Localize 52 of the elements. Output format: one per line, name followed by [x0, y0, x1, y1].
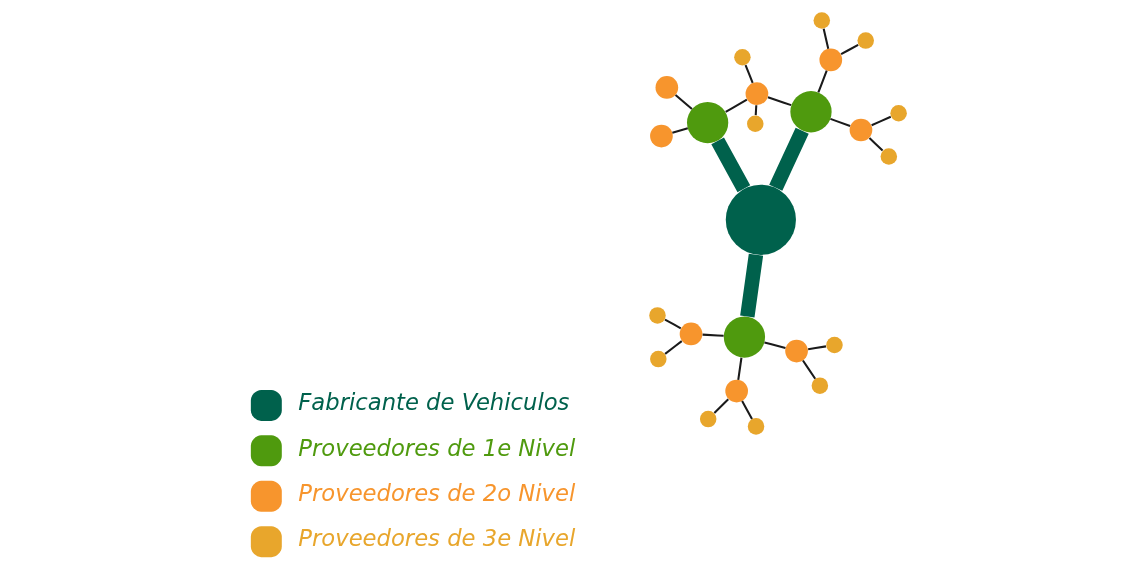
connector [829, 117, 850, 127]
node-circle [849, 118, 872, 142]
connector [724, 98, 747, 113]
node-circle [648, 307, 666, 324]
connector [710, 137, 750, 193]
connector [763, 341, 786, 350]
node-circle [813, 12, 830, 29]
connector [739, 253, 763, 318]
node-circle [818, 48, 842, 72]
node-circle [825, 336, 843, 354]
connector [702, 333, 724, 337]
node-circle [746, 115, 763, 132]
connector [740, 400, 753, 420]
connector [674, 94, 693, 110]
connector [736, 357, 742, 380]
legend-label: Proveedores de 1e Nivel [297, 434, 575, 461]
connector [870, 115, 891, 127]
node-circle [880, 148, 897, 165]
connector [822, 28, 829, 49]
node-circle [889, 105, 907, 122]
connector [816, 70, 828, 93]
legend-label: Proveedores de 3e Nivel [297, 525, 575, 552]
connector [754, 105, 757, 116]
node-circle [649, 124, 673, 148]
node-circle [784, 339, 808, 363]
node-circle [789, 91, 832, 133]
node-circle [655, 76, 678, 99]
connector [840, 43, 859, 56]
legend-label: Proveedores de 2o Nivel [297, 480, 575, 506]
connector [671, 127, 688, 134]
node-circle [856, 32, 874, 49]
node-circle [745, 82, 768, 105]
node-circle [679, 322, 702, 346]
connector [744, 64, 754, 84]
node-circle [724, 379, 748, 403]
connector [767, 96, 791, 107]
node-circle [733, 49, 751, 66]
connector [664, 340, 682, 355]
node-circle [723, 316, 765, 358]
node-circle [699, 410, 716, 428]
connector [713, 398, 729, 414]
node-circle [811, 377, 828, 394]
connector [807, 345, 826, 351]
legend-label: Fabricante de Vehiculos [297, 389, 569, 416]
node-circle [686, 101, 728, 144]
node-circle [649, 350, 667, 368]
connector [664, 318, 681, 330]
connector [868, 137, 883, 152]
node-circle [725, 184, 796, 255]
node-circle [747, 418, 764, 435]
connector [768, 127, 809, 191]
connector [801, 359, 816, 380]
